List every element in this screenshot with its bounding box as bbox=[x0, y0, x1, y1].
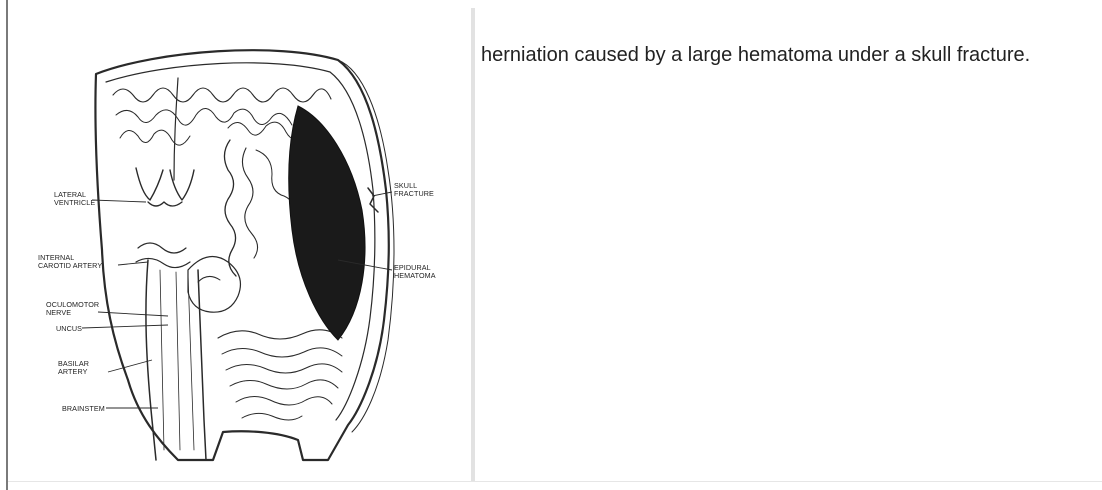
pointer-uncus bbox=[82, 325, 168, 328]
pointer-basilar bbox=[108, 360, 152, 372]
falx bbox=[174, 78, 178, 180]
bottom-divider bbox=[8, 481, 1102, 482]
page-left-border bbox=[6, 0, 8, 490]
lateral-ventricle bbox=[136, 168, 194, 200]
label-epidural-hematoma-2: HEMATOMA bbox=[394, 271, 436, 280]
brainstem bbox=[146, 260, 206, 460]
brain-herniation-illustration: LATERAL VENTRICLE INTERNAL CAROTID ARTER… bbox=[18, 20, 468, 470]
label-oculomotor-2: NERVE bbox=[46, 308, 71, 317]
cerebellum bbox=[218, 330, 342, 339]
epidural-hematoma bbox=[289, 106, 365, 340]
label-skull-fracture-2: FRACTURE bbox=[394, 189, 434, 198]
temporal-gyri bbox=[224, 140, 236, 276]
pointer-internal-carotid bbox=[118, 262, 148, 265]
pointer-lateral-ventricle bbox=[92, 200, 146, 202]
label-lateral-ventricle-2: VENTRICLE bbox=[54, 198, 95, 207]
label-basilar-2: ARTERY bbox=[58, 367, 88, 376]
label-brainstem: BRAINSTEM bbox=[62, 404, 105, 413]
illustration-svg: LATERAL VENTRICLE INTERNAL CAROTID ARTER… bbox=[18, 20, 468, 470]
cortex-gyri-top bbox=[113, 88, 331, 102]
uncus-region bbox=[188, 257, 240, 313]
pointer-skull-fracture bbox=[372, 192, 392, 196]
label-internal-carotid-2: CAROTID ARTERY bbox=[38, 261, 102, 270]
carotid-vessels bbox=[136, 243, 190, 268]
figure-caption: herniation caused by a large hematoma un… bbox=[481, 44, 1081, 67]
column-divider bbox=[471, 8, 475, 482]
label-uncus: UNCUS bbox=[56, 324, 82, 333]
